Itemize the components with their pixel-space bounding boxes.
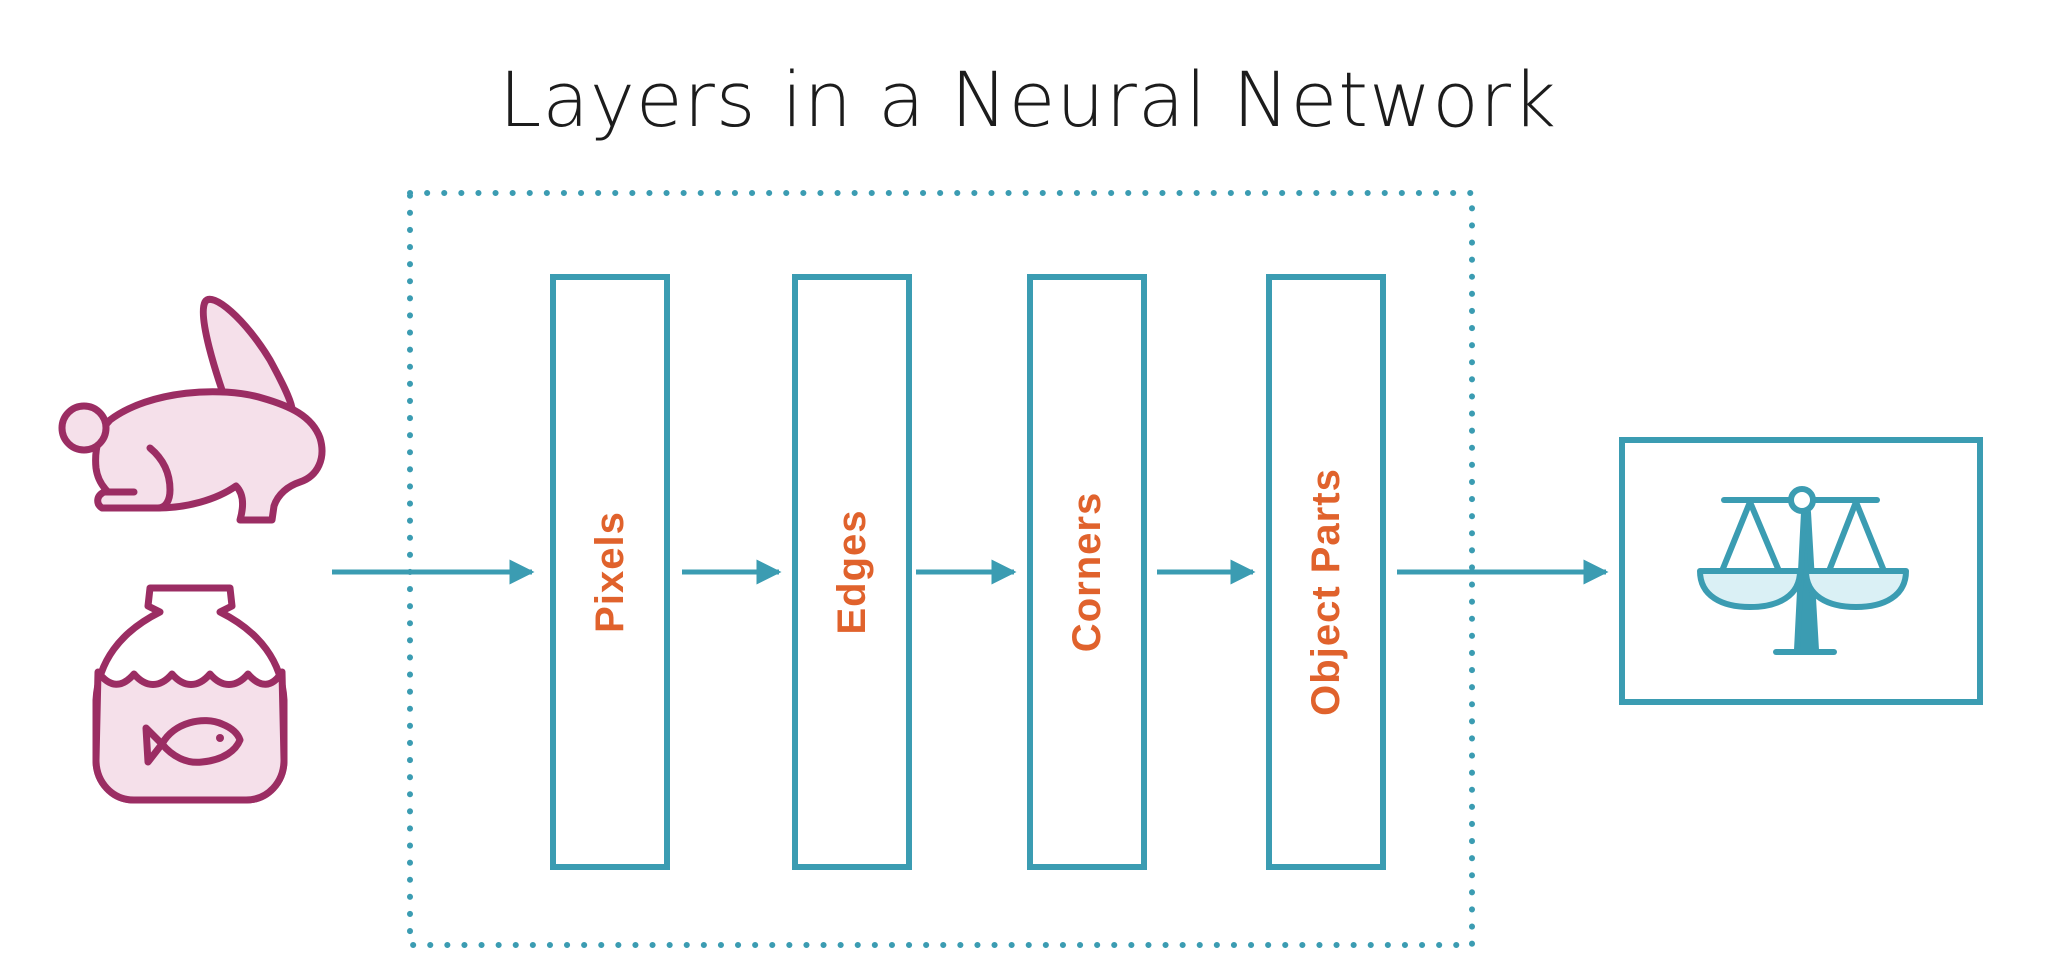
- layer-box-object-parts: [1266, 274, 1386, 870]
- layer-label-pixels: Pixels: [588, 511, 632, 633]
- page-title: Layers in a Neural Network: [498, 55, 1557, 144]
- layer-box-pixels: [550, 274, 670, 870]
- layer-box-corners: [1027, 274, 1147, 870]
- layer-label-edges: Edges: [830, 509, 874, 634]
- layer-label-object-parts: Object Parts: [1304, 468, 1348, 716]
- network-boundary: [407, 190, 1475, 948]
- layer-label-corners: Corners: [1065, 492, 1109, 652]
- fishbowl-icon: [92, 584, 288, 804]
- rabbit-icon: [58, 295, 326, 524]
- balance-scale-icon: [1697, 486, 1909, 655]
- layer-box-edges: [792, 274, 912, 870]
